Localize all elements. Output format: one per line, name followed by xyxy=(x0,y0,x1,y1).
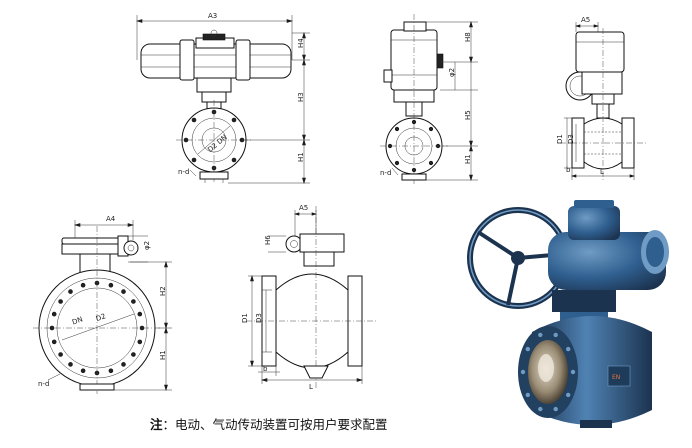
label-h4: H4 xyxy=(297,38,305,48)
footnote: 注：电动、气动传动装置可按用户要求配置 xyxy=(150,414,388,433)
photo-flange-bolt xyxy=(525,346,530,352)
photo-flange-bolt xyxy=(520,369,526,375)
label-a5-c: A5 xyxy=(581,16,590,24)
flange-bolt-hole xyxy=(137,311,143,317)
label-dn-d: DN xyxy=(71,315,84,326)
flange-bolt-hole xyxy=(108,368,114,374)
photo-flange-bolt xyxy=(553,406,558,412)
flange-bolt-hole xyxy=(51,311,57,317)
drawing-pneumatic-front: A3 D2 DN n-d xyxy=(135,12,310,185)
flange-bolt-hole xyxy=(131,352,136,357)
photo-flange-bolt xyxy=(538,332,543,338)
label-b-c: b xyxy=(566,166,571,174)
label-h2: H2 xyxy=(159,286,167,296)
photo-flange-bolt xyxy=(525,392,530,398)
flange-bolt-hole xyxy=(137,339,143,345)
photo-flange-bolt xyxy=(570,369,576,375)
photo-flange-bolt xyxy=(566,392,571,398)
label-l-e: L xyxy=(309,383,313,391)
label-phi2-d: φ2 xyxy=(143,241,151,250)
pneumatic-actuator xyxy=(140,43,292,79)
label-d3-c: D3 xyxy=(567,134,575,144)
flange-bolt-hole xyxy=(68,289,73,294)
label-d2-d: D2 xyxy=(95,312,107,323)
label-h1-d: H1 xyxy=(159,350,167,360)
label-nd-d: n-d xyxy=(38,380,49,388)
label-h1-a: H1 xyxy=(297,152,305,162)
label-h5: H5 xyxy=(464,110,472,120)
photo-flange-bolt xyxy=(538,406,543,412)
label-d1-e: D1 xyxy=(241,313,249,323)
label-nd-a: n-d xyxy=(178,168,189,176)
flange-bolt-hole xyxy=(68,362,73,367)
label-d3-e: D3 xyxy=(255,313,263,323)
flange-bolt-hole xyxy=(108,282,114,288)
flange-bolt-hole xyxy=(80,282,86,288)
flange-bolt-hole xyxy=(58,352,63,357)
label-h8: H8 xyxy=(464,32,472,42)
footnote-prefix: 注 xyxy=(150,417,163,432)
photo-actuator xyxy=(548,232,666,290)
drawing-electric-front: n-d H8 φ2 H5 H1 xyxy=(380,14,478,184)
flange-bolt-hole xyxy=(121,289,126,294)
flange-bolt-hole xyxy=(121,362,126,367)
flange-bolt-hole xyxy=(80,368,86,374)
label-d1-c: D1 xyxy=(556,134,564,144)
label-a3: A3 xyxy=(208,12,217,20)
flange-bolt-hole xyxy=(131,299,136,304)
label-phi2-b: φ2 xyxy=(448,68,456,77)
drawing-manual-front: A4 φ2 DN D2 n-d H2 H1 xyxy=(33,215,172,394)
footnote-text: ：电动、气动传动装置可按用户要求配置 xyxy=(162,417,388,432)
label-h1-b: H1 xyxy=(464,154,472,164)
label-l-c: L xyxy=(600,168,604,176)
label-b-e: b xyxy=(263,365,268,373)
label-h6: H6 xyxy=(264,235,272,245)
flange-bolt-hole xyxy=(51,339,57,345)
valve-product-photo: EN xyxy=(467,200,669,428)
label-a5-e: A5 xyxy=(299,204,308,212)
photo-flange-bolt xyxy=(553,332,558,338)
flange-bolt-hole xyxy=(58,299,63,304)
label-nd-b: n-d xyxy=(380,169,391,177)
label-a4: A4 xyxy=(106,215,116,223)
label-h3: H3 xyxy=(297,92,305,102)
photo-nameplate: EN xyxy=(612,374,620,381)
photo-flange-bolt xyxy=(566,346,571,352)
drawing-manual-side: A5 H6 D1 D3 b L xyxy=(241,204,378,391)
drawing-electric-side: A5 D1 D3 L b xyxy=(556,16,646,180)
